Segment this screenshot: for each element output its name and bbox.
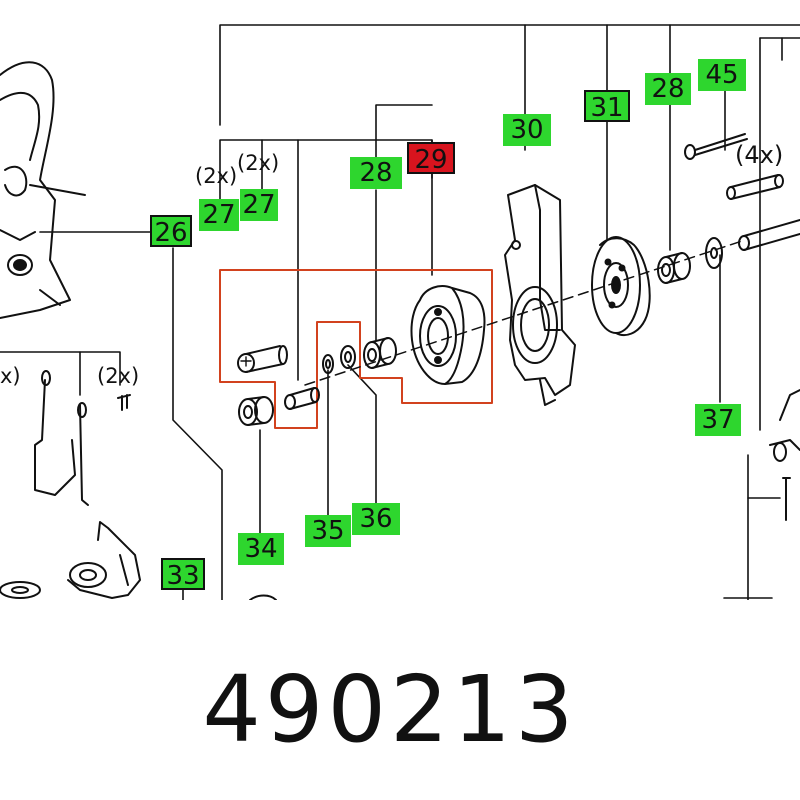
callout-27-second[interactable]: 27 bbox=[240, 189, 278, 221]
callout-37[interactable]: 37 bbox=[695, 404, 741, 436]
leader-lines bbox=[0, 24, 800, 600]
pulley-part bbox=[591, 236, 651, 337]
callout-30[interactable]: 30 bbox=[503, 114, 551, 146]
nut-part bbox=[322, 354, 334, 374]
callout-35[interactable]: 35 bbox=[305, 515, 351, 547]
quantity-note: (2x) bbox=[237, 151, 280, 175]
bushing-28-part bbox=[363, 337, 397, 369]
bushing-part bbox=[238, 396, 274, 426]
washer-37-part bbox=[705, 237, 723, 269]
part-number: 490213 bbox=[202, 656, 578, 763]
quantity-note: (2x) bbox=[195, 164, 238, 188]
side-lever-part bbox=[769, 389, 800, 521]
callout-33[interactable]: 33 bbox=[161, 558, 205, 591]
lever-part bbox=[67, 521, 141, 599]
callout-45[interactable]: 45 bbox=[698, 59, 746, 91]
washer-part bbox=[340, 345, 356, 369]
bracket-part bbox=[504, 184, 576, 406]
knob-part bbox=[249, 594, 277, 600]
highlight-outline bbox=[219, 269, 493, 429]
callout-34[interactable]: 34 bbox=[238, 533, 284, 565]
assembly-axis bbox=[304, 239, 746, 386]
screw-45-part bbox=[684, 133, 748, 160]
callout-27[interactable]: 27 bbox=[199, 199, 239, 231]
callout-28-right[interactable]: 28 bbox=[645, 73, 691, 105]
callout-28[interactable]: 28 bbox=[350, 157, 402, 189]
flange-part bbox=[410, 285, 486, 385]
small-screw-part bbox=[117, 394, 131, 411]
washer-left-part bbox=[0, 581, 41, 599]
screw-part bbox=[237, 345, 288, 373]
pin-part bbox=[284, 387, 320, 410]
long-pin-part bbox=[726, 174, 784, 200]
diagram-drawing bbox=[0, 24, 800, 600]
quantity-note: (4x) bbox=[735, 141, 784, 169]
callout-26[interactable]: 26 bbox=[150, 215, 192, 248]
exploded-parts-diagram: 26 27 27 28 29 30 31 28 45 37 34 35 36 3… bbox=[0, 24, 800, 600]
shaft-part bbox=[738, 219, 800, 251]
callout-36[interactable]: 36 bbox=[352, 503, 400, 535]
spring-clip-part bbox=[34, 370, 89, 506]
bearing-part bbox=[657, 252, 691, 284]
callout-29-highlighted[interactable]: 29 bbox=[407, 142, 455, 175]
quantity-note-partial: x) bbox=[0, 364, 21, 388]
quantity-note: (2x) bbox=[97, 364, 140, 388]
housing-part bbox=[0, 61, 86, 319]
callout-31[interactable]: 31 bbox=[584, 90, 630, 123]
